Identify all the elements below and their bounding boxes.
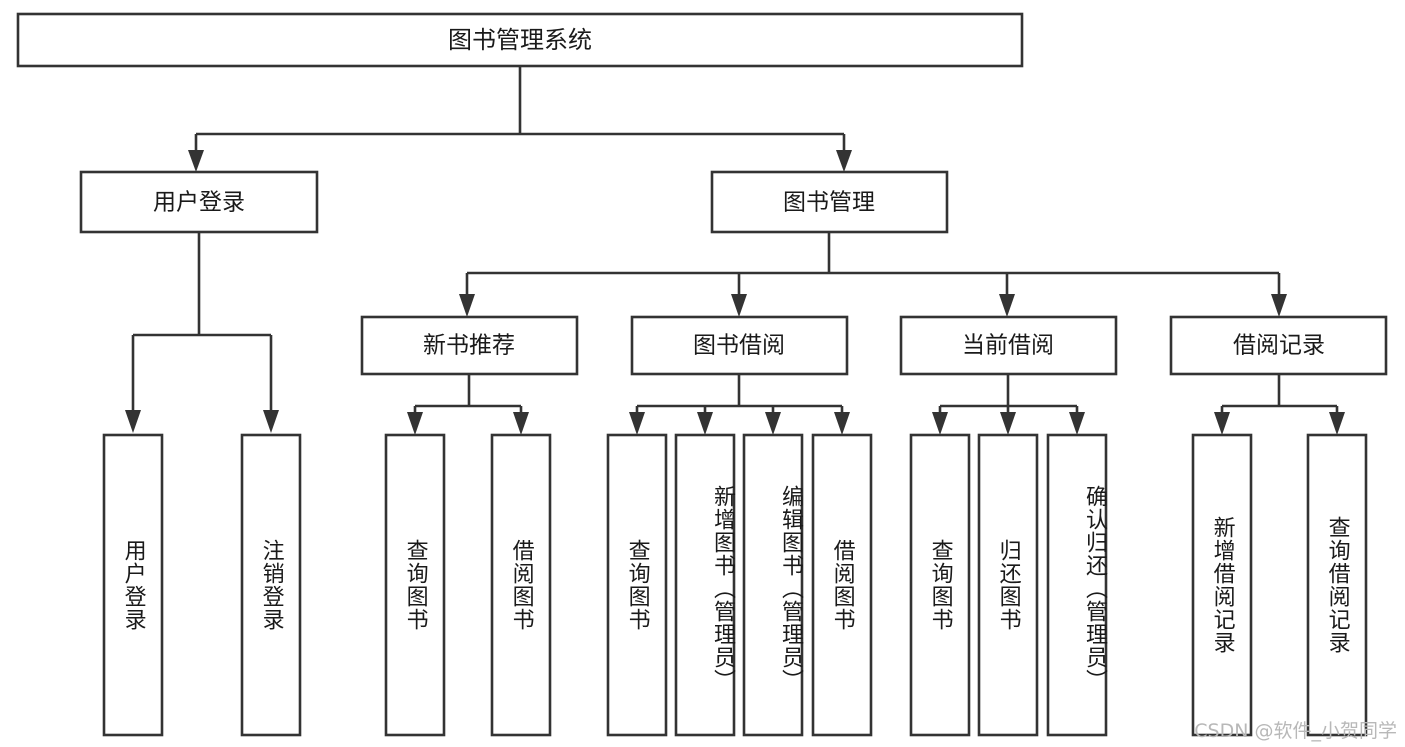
arrow-head-icon: [1000, 412, 1016, 435]
connector-currentborrow-to-leaves: [932, 374, 1085, 435]
arrow-head-icon: [765, 412, 781, 435]
watermark: CSDN @软件_小贺同学: [1194, 720, 1397, 742]
node-current-borrow[interactable]: 当前借阅: [899, 315, 1118, 376]
arrow-head-icon: [834, 412, 850, 435]
node-root[interactable]: 图书管理系统: [16, 12, 1024, 68]
node-book-borrow[interactable]: 图书借阅: [630, 315, 849, 376]
arrow-head-icon: [836, 150, 852, 172]
connector-userlogin-to-leaves: [125, 232, 279, 433]
leaf-user-login-logout[interactable]: [240, 433, 302, 737]
leaf-newbook-borrow[interactable]: [490, 433, 552, 737]
node-borrow-record[interactable]: 借阅记录: [1169, 315, 1388, 376]
node-root-label: 图书管理系统: [448, 26, 592, 54]
node-borrow-record-label: 借阅记录: [1233, 333, 1325, 359]
leaf-currentborrow-confirm[interactable]: [1046, 433, 1108, 737]
node-book-management[interactable]: 图书管理: [710, 170, 949, 234]
arrow-head-icon: [125, 410, 141, 433]
leaf-currentborrow-return[interactable]: [977, 433, 1039, 737]
arrow-head-icon: [407, 412, 423, 435]
arrow-head-icon: [188, 150, 204, 172]
arrow-head-icon: [629, 412, 645, 435]
node-book-borrow-label: 图书借阅: [693, 333, 785, 359]
leaf-borrowrecord-add[interactable]: [1191, 433, 1253, 737]
arrow-head-icon: [513, 412, 529, 435]
arrow-head-icon: [1271, 294, 1287, 317]
connector-newbook-to-leaves: [407, 374, 529, 435]
leaf-currentborrow-query[interactable]: [909, 433, 971, 737]
node-current-borrow-label: 当前借阅: [962, 333, 1054, 359]
leaf-bookborrow-edit[interactable]: [742, 433, 804, 737]
connector-bookborrow-to-leaves: [629, 374, 850, 435]
arrow-head-icon: [999, 294, 1015, 317]
connector-bookmgmt-to-level3: [459, 232, 1287, 317]
leaf-bookborrow-add[interactable]: [674, 433, 736, 737]
arrow-head-icon: [1214, 412, 1230, 435]
arrow-head-icon: [459, 294, 475, 317]
node-new-book-recommend-label: 新书推荐: [423, 333, 515, 359]
arrow-head-icon: [1329, 412, 1345, 435]
node-book-management-label: 图书管理: [783, 190, 875, 216]
leaf-user-login-login[interactable]: [102, 433, 164, 737]
node-user-login-label: 用户登录: [153, 190, 245, 216]
node-new-book-recommend[interactable]: 新书推荐: [360, 315, 579, 376]
arrow-head-icon: [697, 412, 713, 435]
arrow-head-icon: [932, 412, 948, 435]
leaf-borrowrecord-query[interactable]: [1306, 433, 1368, 737]
arrow-head-icon: [263, 410, 279, 433]
leaf-newbook-query[interactable]: [384, 433, 446, 737]
connector-borrowrecord-to-leaves: [1214, 374, 1345, 435]
node-user-login[interactable]: 用户登录: [79, 170, 319, 234]
arrow-head-icon: [1069, 412, 1085, 435]
leaf-bookborrow-query[interactable]: [606, 433, 668, 737]
arrow-head-icon: [731, 294, 747, 317]
connector-root-to-level2: [188, 66, 852, 172]
leaf-bookborrow-borrow[interactable]: [811, 433, 873, 737]
